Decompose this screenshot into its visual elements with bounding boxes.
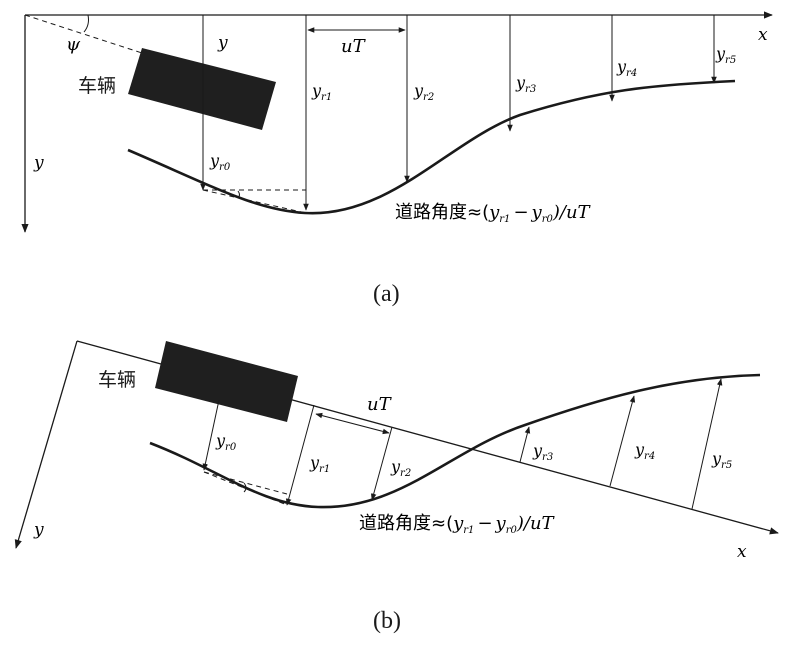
panel-b-label-yr1: yr1 [309, 453, 330, 475]
panel-b-uT-label: uT [367, 394, 393, 415]
panel-a-heading-line [24, 14, 143, 54]
panel-a-label-yr2: yr2 [413, 81, 434, 103]
panel-b-label-yr4: yr4 [634, 440, 655, 462]
panel-a-psi-label: ψ [66, 34, 81, 55]
panel-a-y-top-label: y [217, 33, 228, 53]
panel-a-label-yr1: yr1 [311, 81, 332, 103]
panel-b-angle-arc [243, 482, 247, 493]
panel-a-vehicle [128, 48, 276, 130]
panel-b-arrow-yr5 [691, 378, 723, 510]
panel-a-x-axis-label: x [758, 25, 768, 45]
panel-b-y-axis [14, 340, 78, 549]
panel-a-angle-chord [202, 189, 307, 214]
panel-b-vehicle-label: 车辆 [98, 369, 136, 391]
panel-a-label-yr3: yr3 [515, 73, 536, 95]
panel-a-label-yr0: yr0 [209, 151, 231, 173]
panel-a: x y ψ 车辆 uT y yr0 yr1 yr2 yr3 yr4 yr5 [21, 11, 773, 307]
panel-a-formula: 道路角度≈(yr1−yr0)/uT [395, 202, 592, 225]
panel-a-caption: (a) [373, 281, 400, 307]
panel-a-label-yr4: yr4 [616, 57, 637, 79]
panel-a-angle-arc [237, 190, 240, 199]
panel-a-y-axis-label: y [33, 153, 44, 173]
panel-b-uT-dimension [315, 412, 390, 435]
panel-b-formula: 道路角度≈(yr1−yr0)/uT [359, 513, 556, 536]
panel-b-arrow-yr0 [202, 399, 220, 471]
panel-b-arrow-yr2 [370, 426, 393, 501]
panel-b-label-yr0: yr0 [215, 431, 237, 453]
panel-b-label-yr3: yr3 [532, 441, 553, 463]
panel-b: x y 车辆 uT yr0 yr1 yr2 yr3 yr4 yr5 道路角度≈(… [14, 340, 779, 634]
panel-b-angle-chord [203, 471, 288, 506]
panel-b-label-yr5: yr5 [711, 449, 732, 471]
panel-a-vehicle-label: 车辆 [78, 75, 116, 97]
panel-b-y-axis-label: y [33, 520, 44, 540]
panel-b-x-axis-label: x [737, 542, 747, 562]
panel-b-label-yr2: yr2 [390, 457, 411, 479]
panel-b-caption: (b) [373, 608, 401, 634]
panel-a-uT-label: uT [341, 36, 367, 57]
panel-b-arrow-yr3 [519, 426, 531, 463]
panel-b-vehicle [155, 341, 298, 422]
panel-b-arrow-yr4 [609, 395, 636, 487]
panel-a-psi-arc [83, 14, 89, 33]
panel-b-arrow-yr1 [285, 404, 315, 506]
panel-a-label-yr5: yr5 [715, 44, 736, 66]
panel-a-road-curve [127, 79, 736, 215]
